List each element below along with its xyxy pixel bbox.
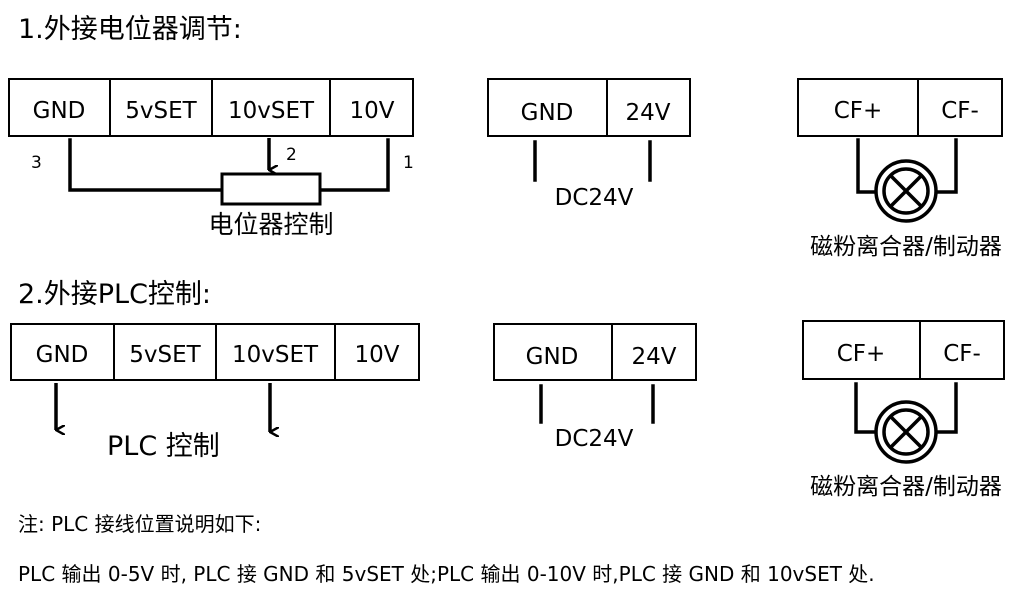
load-label: 磁粉离合器/制动器 [810,474,1002,500]
terminal-5vset: 5vSET [129,342,201,368]
terminal-10v: 10V [349,98,394,124]
cf-plus: CF+ [834,98,883,124]
section1-terminal-strip: GND 5vSET 10vSET 10V [8,78,414,137]
plc-label: PLC 控制 [107,431,220,462]
section2-cf-strip: CF+ CF- [802,320,1005,434]
note-line-2: PLC 输出 0-5V 时, PLC 接 GND 和 5vSET 处;PLC 输… [18,562,875,586]
cf-minus: CF- [941,98,979,124]
terminal-10v: 10V [354,342,399,368]
section1-cf-strip: CF+ CF- [797,78,1003,194]
note-line-1: 注: PLC 接线位置说明如下: [18,512,262,536]
potentiometer [68,138,390,206]
terminal-gnd: GND [36,342,89,368]
power-gnd: GND [526,344,579,370]
power-label: DC24V [555,426,634,452]
power-label: DC24V [555,185,634,211]
power-gnd: GND [521,100,574,126]
cf-plus: CF+ [837,341,886,367]
section2-power-strip: GND 24V [493,323,697,424]
section1-title: 1.外接电位器调节: [18,14,242,45]
cf-minus: CF- [943,341,981,367]
clutch-lamp-icon [874,400,938,464]
pin-label-3: 3 [31,153,42,173]
section2-terminal-strip: GND 5vSET 10vSET 10V [10,323,420,381]
resistor-label: 电位器控制 [208,210,333,239]
terminal-10vset: 10vSET [228,98,315,124]
clutch-lamp-icon [874,159,938,223]
terminal-10vset: 10vSET [232,342,319,368]
pin-label-2: 2 [286,145,297,165]
section1-power-strip: GND 24V [487,78,691,182]
plc-arrows [54,383,270,432]
terminal-gnd: GND [33,98,86,124]
section2-title: 2.外接PLC控制: [18,279,211,310]
pin-label-1: 1 [403,153,414,173]
terminal-5vset: 5vSET [125,98,197,124]
power-24v: 24V [631,344,676,370]
load-label: 磁粉离合器/制动器 [810,234,1002,260]
power-24v: 24V [625,100,670,126]
